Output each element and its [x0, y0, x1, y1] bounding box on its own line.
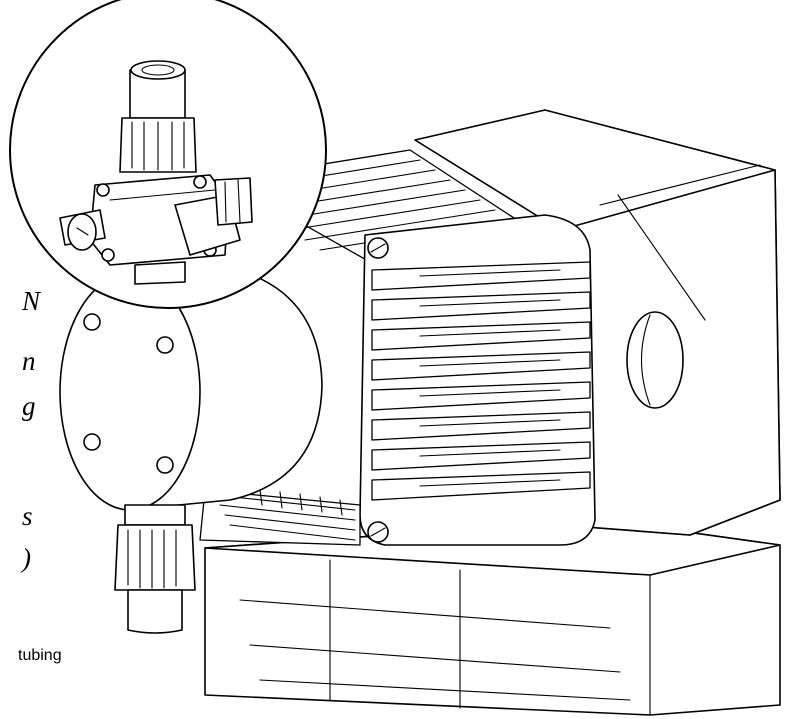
- ribs: [371, 261, 591, 501]
- pump-base: [204, 519, 781, 716]
- head-screw-2: [156, 336, 174, 354]
- front-finned-plate: [359, 214, 596, 546]
- cropped-annotation: N n g s ): [20, 286, 42, 573]
- head-screw-3: [83, 433, 101, 451]
- cropped-text-line-2: n: [22, 346, 36, 376]
- cropped-text-line-3: g: [22, 391, 36, 421]
- lower-collar: [134, 261, 186, 285]
- cropped-text-line-1: N: [21, 286, 42, 316]
- head-screw-1: [83, 313, 101, 331]
- pump-head-face: [59, 273, 201, 511]
- tubing-label: tubing: [18, 647, 62, 664]
- motor-housing: [414, 109, 781, 536]
- lower-cooling-fins: [199, 489, 361, 546]
- pump-head: [59, 267, 323, 511]
- side-knob: [626, 311, 684, 409]
- head-screw-4: [156, 456, 174, 474]
- bottom-fitting: [114, 504, 196, 634]
- cropped-text-line-5: ): [20, 543, 31, 573]
- cropped-text-line-4: s: [22, 501, 33, 531]
- valve-assembly: [59, 60, 253, 285]
